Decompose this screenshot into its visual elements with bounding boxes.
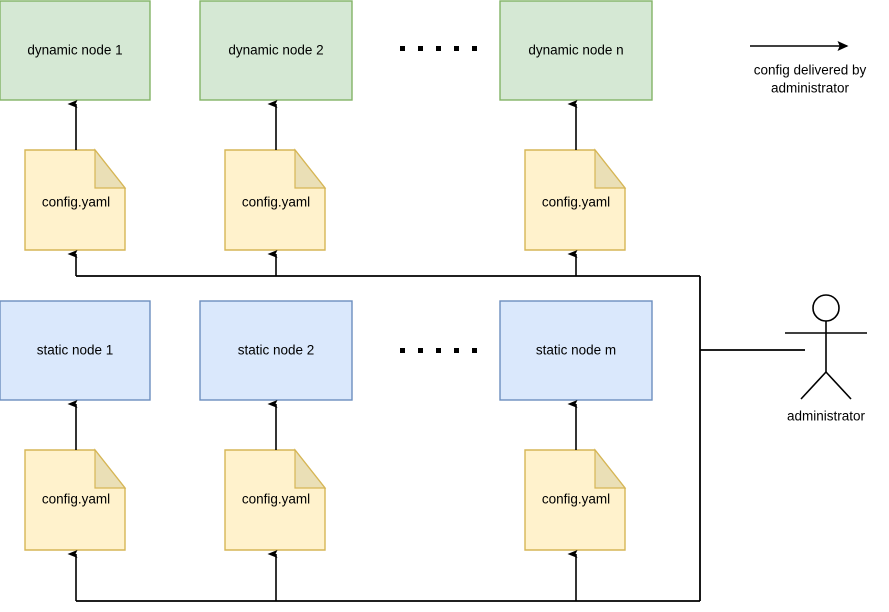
static-node-1-box[interactable] [0, 300, 151, 401]
static-config-doc-1-label: config.yaml [42, 492, 110, 507]
static-node-2-label: static node 2 [238, 343, 315, 358]
legend-line-2: administrator [771, 81, 850, 96]
static-node-1[interactable]: static node 1 [0, 300, 151, 401]
static-config-doc-1-fold-icon [94, 448, 127, 489]
stick-figure-actor-icon [785, 294, 867, 400]
actor-head-icon [812, 294, 840, 322]
dynamic-config-doc-1-fold-icon [94, 148, 127, 189]
administrator-label: administrator [787, 409, 866, 424]
static-config-doc-m[interactable]: config.yaml [524, 448, 627, 551]
dynamic-config-doc-1-label: config.yaml [42, 195, 110, 210]
dynamic-node-2[interactable]: dynamic node 2 [199, 0, 353, 101]
static-node-m-label: static node m [536, 343, 616, 358]
dynamic-row-ellipsis [400, 46, 477, 51]
legend-line-1: config delivered by [754, 63, 867, 78]
static-config-doc-2[interactable]: config.yaml [224, 448, 327, 551]
dynamic-config-doc-n-label: config.yaml [542, 195, 610, 210]
static-config-doc-m-label: config.yaml [542, 492, 610, 507]
dynamic-config-doc-1[interactable]: config.yaml [24, 148, 127, 251]
dynamic-config-doc-n-fold-icon [594, 148, 627, 189]
dynamic-config-doc-n[interactable]: config.yaml [524, 148, 627, 251]
dynamic-node-1-label: dynamic node 1 [27, 43, 122, 58]
dynamic-node-n-label: dynamic node n [528, 43, 623, 58]
static-node-m[interactable]: static node m [499, 300, 653, 401]
static-config-doc-2-label: config.yaml [242, 492, 310, 507]
dynamic-config-doc-2-label: config.yaml [242, 195, 310, 210]
static-node-2-box[interactable] [199, 300, 353, 401]
static-node-m-box[interactable] [499, 300, 653, 401]
static-row-ellipsis [400, 348, 477, 353]
dynamic-node-1-box[interactable] [0, 0, 151, 101]
dynamic-node-2-box[interactable] [199, 0, 353, 101]
static-node-1-label: static node 1 [37, 343, 114, 358]
static-config-doc-m-fold-icon [594, 448, 627, 489]
static-config-doc-2-fold-icon [294, 448, 327, 489]
dynamic-node-2-label: dynamic node 2 [228, 43, 323, 58]
static-config-doc-1[interactable]: config.yaml [24, 448, 127, 551]
actor-left-leg-icon [800, 371, 827, 400]
dynamic-config-doc-2[interactable]: config.yaml [224, 148, 327, 251]
administrator-actor[interactable]: administrator [785, 294, 867, 424]
dynamic-config-doc-2-fold-icon [294, 148, 327, 189]
dynamic-node-n[interactable]: dynamic node n [499, 0, 653, 101]
static-node-2[interactable]: static node 2 [199, 300, 353, 401]
legend: config delivered by administrator [750, 41, 867, 96]
dynamic-node-1[interactable]: dynamic node 1 [0, 0, 151, 101]
actor-right-leg-icon [825, 371, 852, 400]
